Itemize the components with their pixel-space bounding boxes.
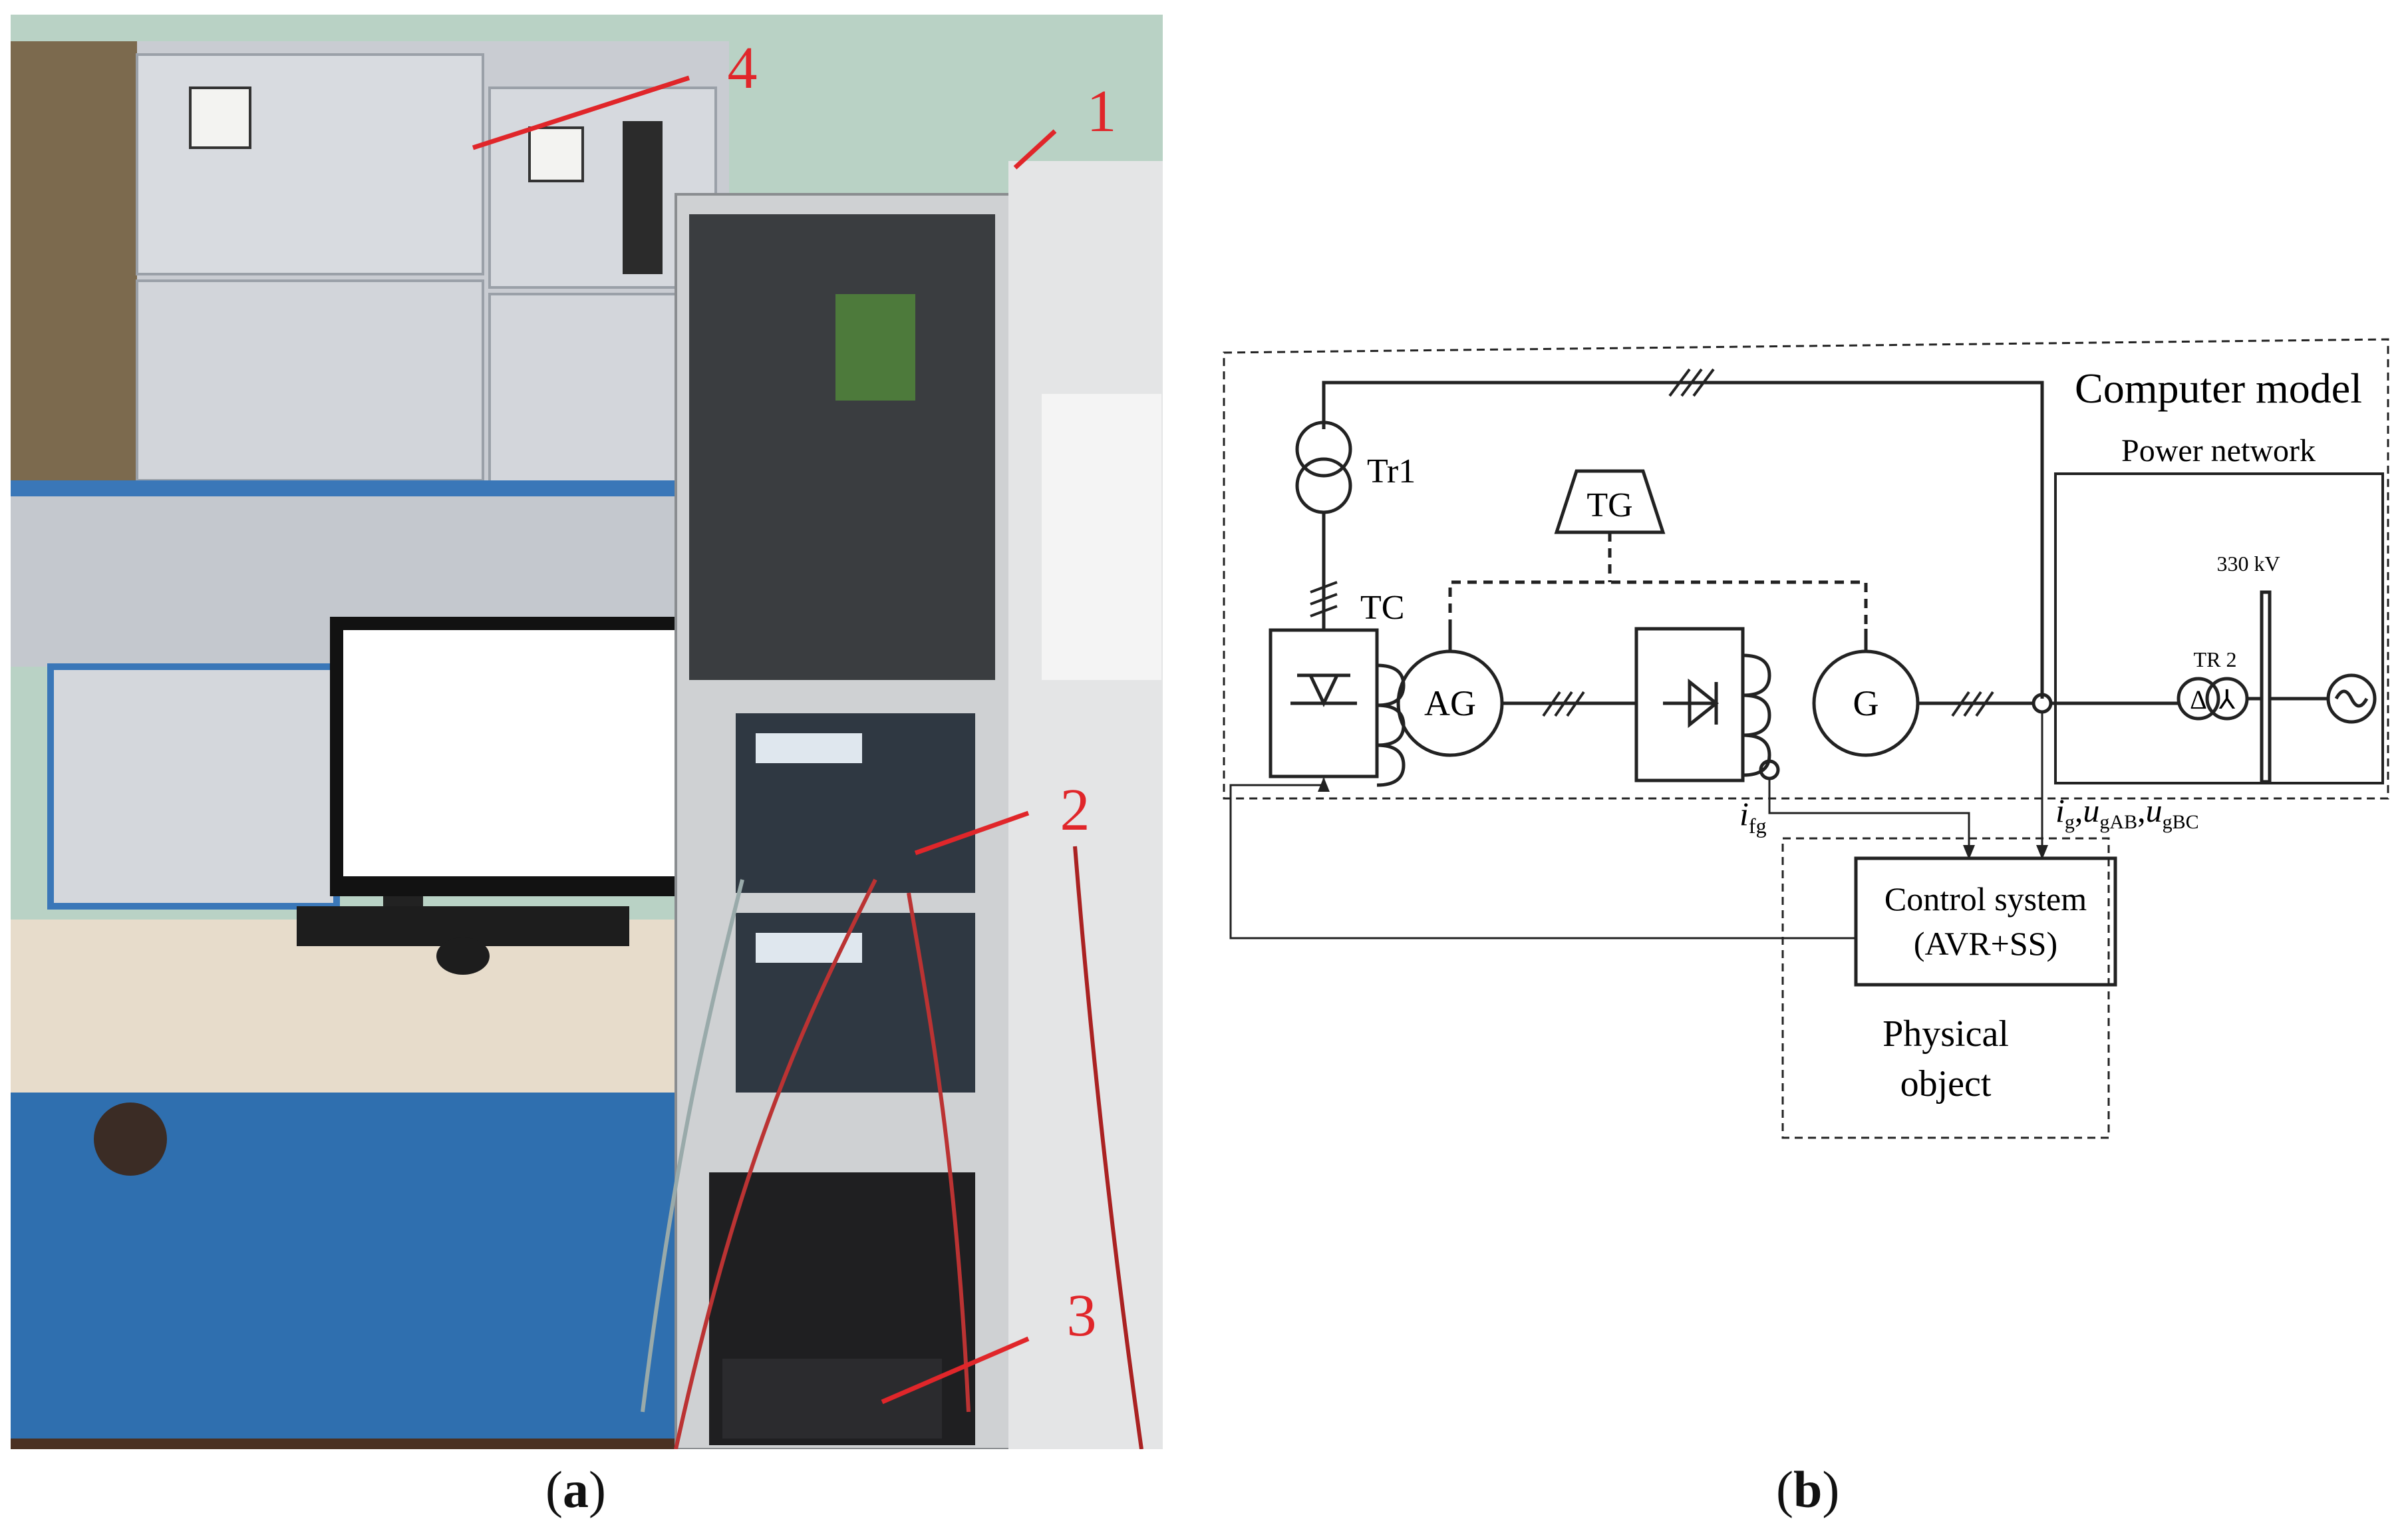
callout-line-2 [914, 810, 1030, 856]
caption-a: (a) [545, 1464, 606, 1516]
sine-wave [2334, 689, 2369, 708]
diode-box [1634, 627, 1745, 782]
phase-ticks [1310, 368, 1994, 717]
callouts [472, 75, 1057, 1405]
i-fg-main: i [1739, 795, 1749, 832]
physical-object-line2: object [1900, 1063, 1992, 1104]
callout-label-4: 4 [728, 35, 758, 101]
signal-ig-sub: g [2065, 811, 2075, 833]
control-system-line1: Control system [1884, 880, 2087, 918]
tc-box [1269, 628, 1379, 778]
desk [11, 663, 682, 1439]
document-binder [1042, 394, 1161, 680]
tg-dashed-shaft [1448, 580, 1868, 629]
desk-wheel [94, 1103, 167, 1176]
delta-symbol: Δ [2190, 685, 2207, 715]
i-fg-label: ifg [1739, 795, 1767, 838]
caption-a-close: ) [588, 1460, 606, 1518]
tr1-label: Tr1 [1367, 452, 1416, 490]
wye-symbol: ⅄ [2218, 685, 2236, 715]
caption-b-letter: b [1793, 1460, 1823, 1518]
signal-sep-2: , [2137, 792, 2146, 829]
cables [641, 846, 1143, 1449]
control-system-box [1854, 856, 2117, 987]
meter-1 [189, 86, 251, 149]
signal-ugab-sub: gAB [2099, 811, 2137, 833]
relay-rack [11, 41, 729, 667]
power-network-box [2054, 472, 2384, 784]
callout-label-1: 1 [1087, 79, 1117, 144]
tr1-winding-bottom [1295, 457, 1352, 514]
computer-model-label: Computer model [2075, 365, 2362, 412]
g-label: G [1853, 683, 1879, 723]
caption-b-open: ( [1776, 1460, 1793, 1518]
arrowheads [1318, 777, 2048, 860]
callout-line-4 [472, 75, 690, 150]
callout-line-1 [1013, 129, 1057, 170]
callout-label-3: 3 [1067, 1283, 1097, 1349]
computer-model-boundary [1223, 338, 2389, 800]
physical-object-line1: Physical [1882, 1013, 2009, 1055]
signal-ig-main: i [2055, 792, 2065, 829]
feedback-line [1229, 778, 1856, 939]
schematic-diagram: Δ ⅄ Computer model Power network Tr1 TC … [1223, 338, 2389, 1139]
tg-trapezoid [1554, 469, 1666, 534]
callout-line-3 [881, 1336, 1030, 1405]
tr2-label: TR 2 [2194, 647, 2237, 671]
rotor-coil [1742, 653, 1771, 777]
signal-ugab-main: u [2083, 792, 2099, 829]
callout-label-2: 2 [1060, 777, 1090, 843]
monitor [297, 617, 689, 975]
physical-object-boundary [1781, 837, 2110, 1139]
bus-bar [2260, 590, 2272, 784]
tr1-winding-top [1295, 421, 1352, 478]
caption-b: (b) [1776, 1464, 1839, 1516]
meter-2 [528, 126, 584, 182]
signal-ugbc-main: u [2146, 792, 2163, 829]
power-network-label: Power network [2121, 433, 2316, 468]
caption-a-open: ( [545, 1460, 563, 1518]
signal-ugbc-sub: gBC [2163, 811, 2199, 833]
tg-label: TG [1586, 486, 1632, 524]
tc-coil [1376, 663, 1406, 787]
tc-label: TC [1360, 589, 1404, 627]
top-bus [1322, 381, 2044, 699]
display-strip [623, 121, 663, 274]
output-signals-label: ig,ugAB,ugBC [2055, 792, 2199, 833]
i-fg-sub: fg [1749, 814, 1767, 838]
source-circle [2326, 673, 2377, 724]
cabinet [675, 161, 1163, 1449]
control-system-line2: (AVR+SS) [1914, 925, 2057, 962]
caption-a-letter: a [562, 1460, 589, 1518]
signal-sep-1: , [2075, 792, 2083, 829]
mouse [436, 937, 490, 975]
tr2-winding-left [2177, 677, 2220, 721]
caption-b-close: ) [1822, 1460, 1840, 1518]
signal-line-ifg [1768, 778, 1970, 858]
ag-label: AG [1424, 683, 1476, 723]
voltage-label: 330 kV [2216, 552, 2280, 576]
photo-laboratory-setup: 1 2 3 4 [11, 15, 1163, 1449]
